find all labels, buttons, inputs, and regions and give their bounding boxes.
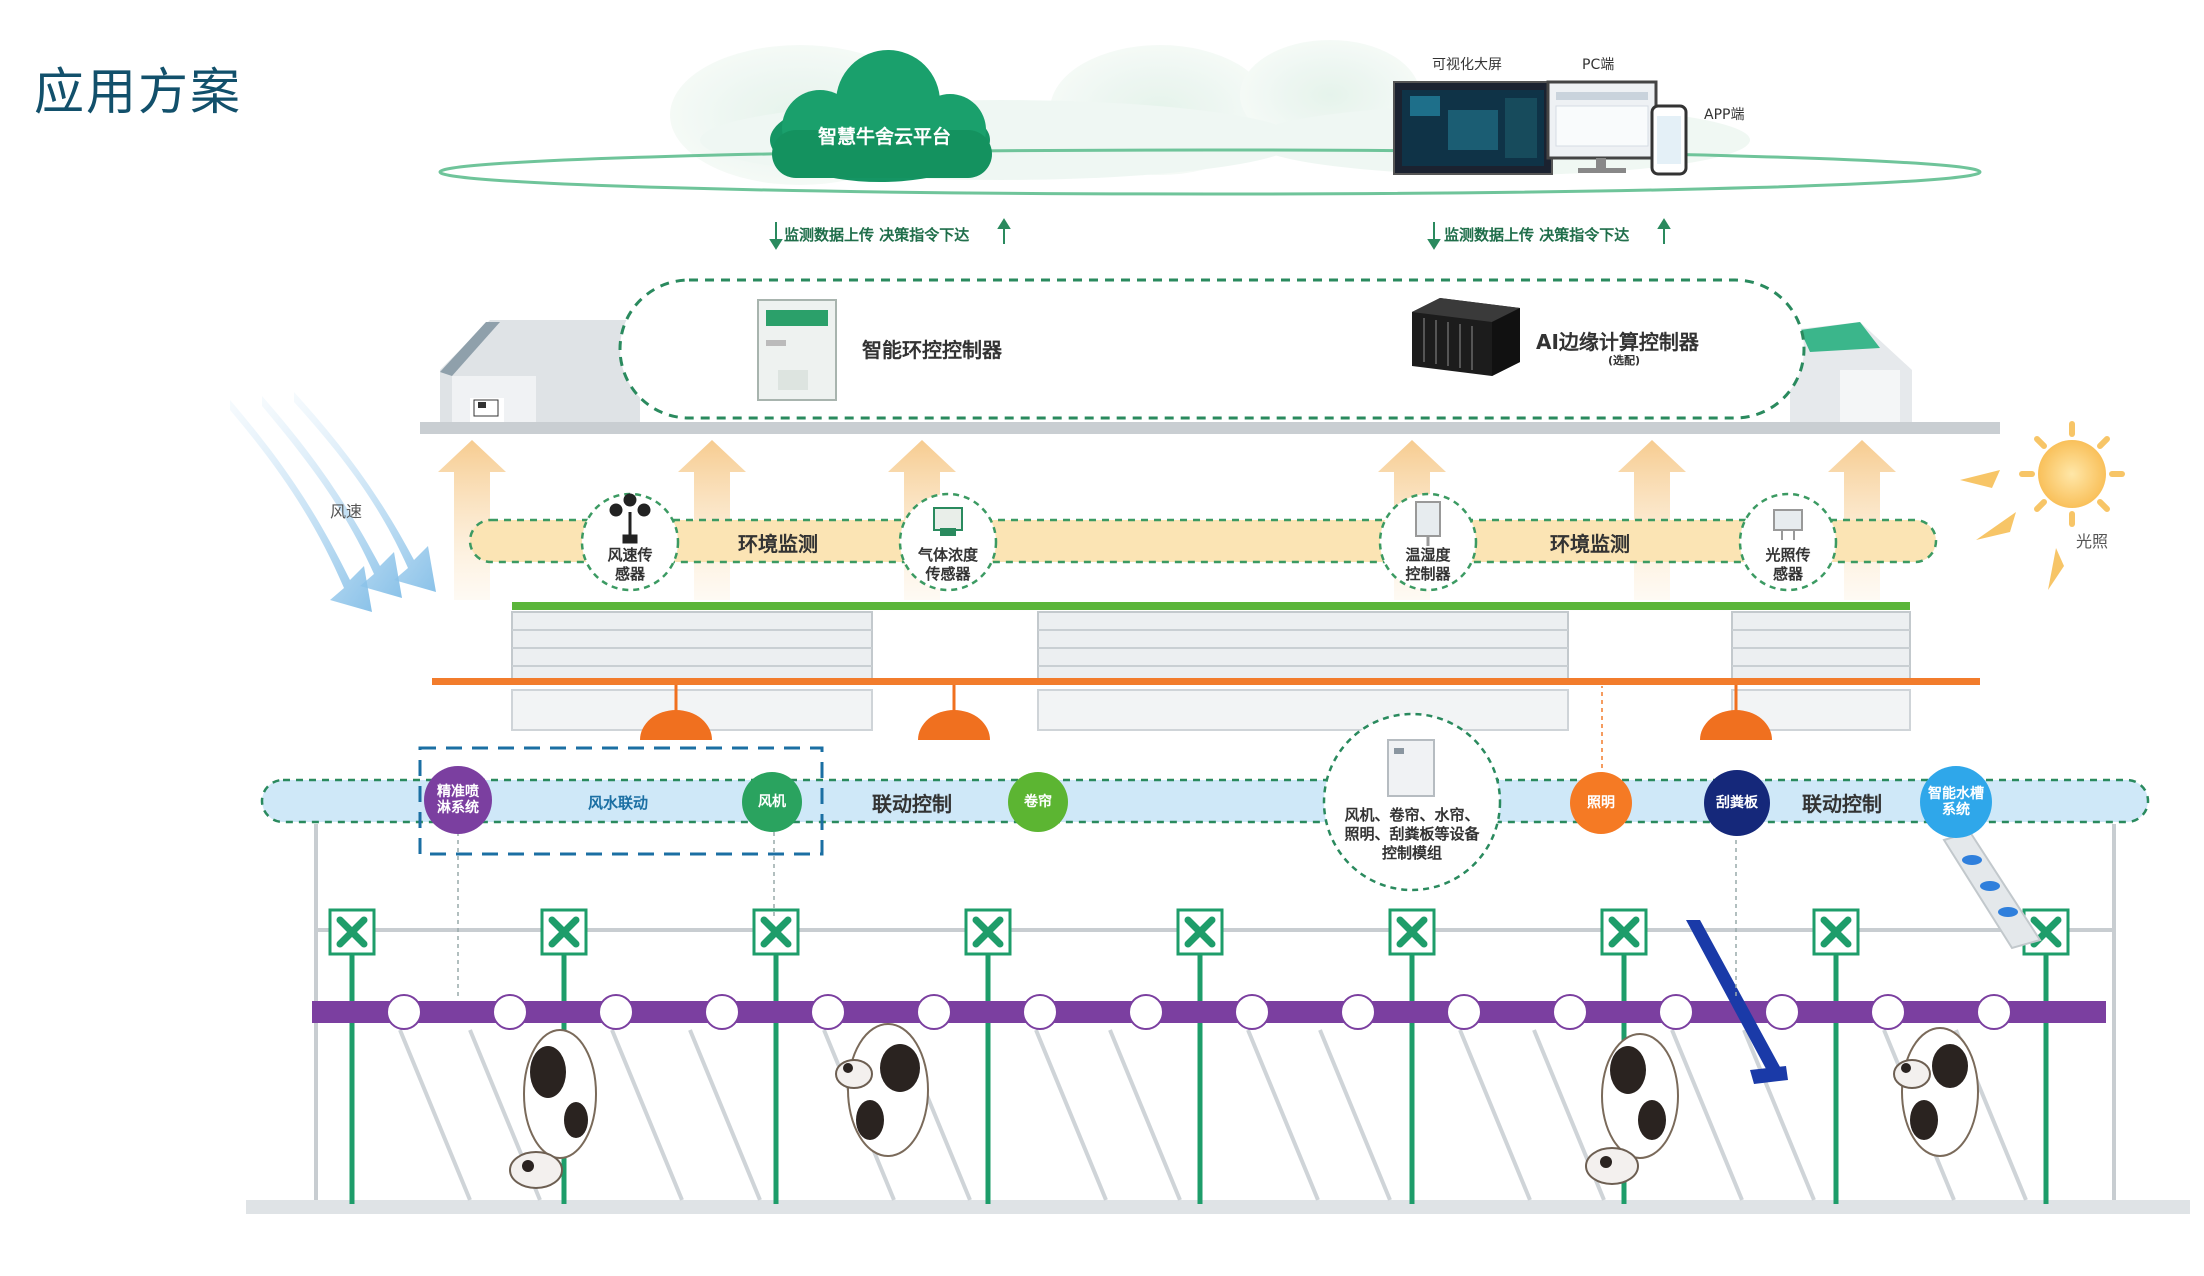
fan-label: 风机 (758, 794, 786, 810)
linkage-title-right: 联动控制 (1802, 792, 1882, 816)
sensor-gas-label: 气体浓度传感器 (917, 546, 978, 583)
water-trough-label: 智能水槽系统 (1928, 786, 1984, 818)
ai-controller-icon (1412, 298, 1520, 376)
pc-label: PC端 (1582, 57, 1615, 73)
spray-system-node: 精准喷淋系统 (424, 766, 492, 834)
env-controller-label: 智能环控控制器 (862, 338, 1002, 362)
cloud-platform-icon (770, 50, 992, 182)
wind-arrows (230, 392, 436, 612)
fan-water-box (418, 746, 824, 856)
roof-line (420, 422, 2000, 434)
light-sensor-icon (1773, 509, 1803, 540)
page-title: 应用方案 (34, 63, 242, 121)
scraper-blade-icon (1686, 920, 1788, 1084)
water-trough-icon (1942, 830, 2042, 950)
water-trough-node: 智能水槽系统 (1920, 766, 1992, 838)
scraper-node: 刮粪板 (1704, 770, 1770, 836)
gas-sensor-icon (933, 507, 963, 536)
sensor-temp-humidity-label: 温湿度控制器 (1405, 546, 1451, 583)
cloud-platform-label: 智慧牛舍云平台 (818, 126, 952, 148)
cow-icons (473, 399, 1979, 1189)
control-module-icon (1387, 739, 1435, 797)
fan-water-label: 风水联动 (588, 794, 649, 812)
ai-controller-label: AI边缘计算控制器 (1536, 330, 1699, 354)
monitoring-band (468, 518, 1938, 564)
curtain-node: 卷帘 (1008, 772, 1068, 832)
barn-right (1790, 322, 1912, 430)
big-screen-label: 可视化大屏 (1432, 57, 1502, 73)
stall-bars (398, 1029, 2028, 1201)
scraper-label: 刮粪板 (1716, 795, 1758, 811)
pc-monitor-icon (1546, 80, 1658, 173)
barn-floor (246, 1200, 2190, 1214)
curtain-slats (512, 629, 1910, 667)
stall-posts (349, 940, 2049, 1204)
big-screen-icon (1393, 81, 1553, 175)
flow-arrows (769, 218, 1671, 250)
spray-system-label: 精准喷淋系统 (437, 784, 479, 816)
ai-controller-note: (选配) (1608, 354, 1641, 367)
temp-humidity-sensor-icon (1415, 501, 1441, 546)
lighting-rail (432, 678, 1980, 685)
lighting-label: 照明 (1587, 795, 1615, 811)
sun-icon (1960, 421, 2125, 590)
spray-nozzles (386, 994, 2012, 1030)
wall-panels (511, 689, 1911, 731)
fan-icons (328, 908, 2070, 956)
lighting-node: 照明 (1570, 772, 1632, 834)
anemometer-icon (609, 493, 651, 544)
monitoring-title-left: 环境监测 (738, 532, 818, 556)
barn-left (440, 320, 640, 432)
module-circle (1322, 712, 1502, 892)
phone-icon (1650, 104, 1688, 176)
flow-label-right: 监测数据上传 决策指令下达 (1444, 226, 1630, 244)
fan-node: 风机 (742, 772, 802, 832)
sensor-wind-label: 风速传感器 (607, 546, 653, 583)
light-label: 光照 (2076, 532, 2109, 551)
linkage-band (260, 778, 2150, 824)
green-beam (512, 602, 1910, 610)
curtain-label: 卷帘 (1024, 794, 1052, 810)
flow-label-left: 监测数据上传 决策指令下达 (784, 226, 970, 244)
sensor-circles (580, 492, 1838, 592)
app-label: APP端 (1704, 107, 1745, 123)
spray-pipe (312, 1001, 2106, 1023)
lamp-icons (640, 685, 1772, 740)
sensor-light-label: 光照传感器 (1765, 546, 1811, 583)
connector-lines (457, 686, 1737, 1000)
curtain-panels (511, 611, 1911, 681)
monitoring-title-right: 环境监测 (1550, 532, 1630, 556)
linkage-title-left: 联动控制 (872, 792, 952, 816)
wind-label: 风速 (330, 502, 363, 521)
control-module-label: 风机、卷帘、水帘、照明、刮粪板等设备控制模组 (1344, 806, 1480, 862)
env-controller-icon (757, 299, 837, 401)
platform-ring (438, 148, 1982, 196)
